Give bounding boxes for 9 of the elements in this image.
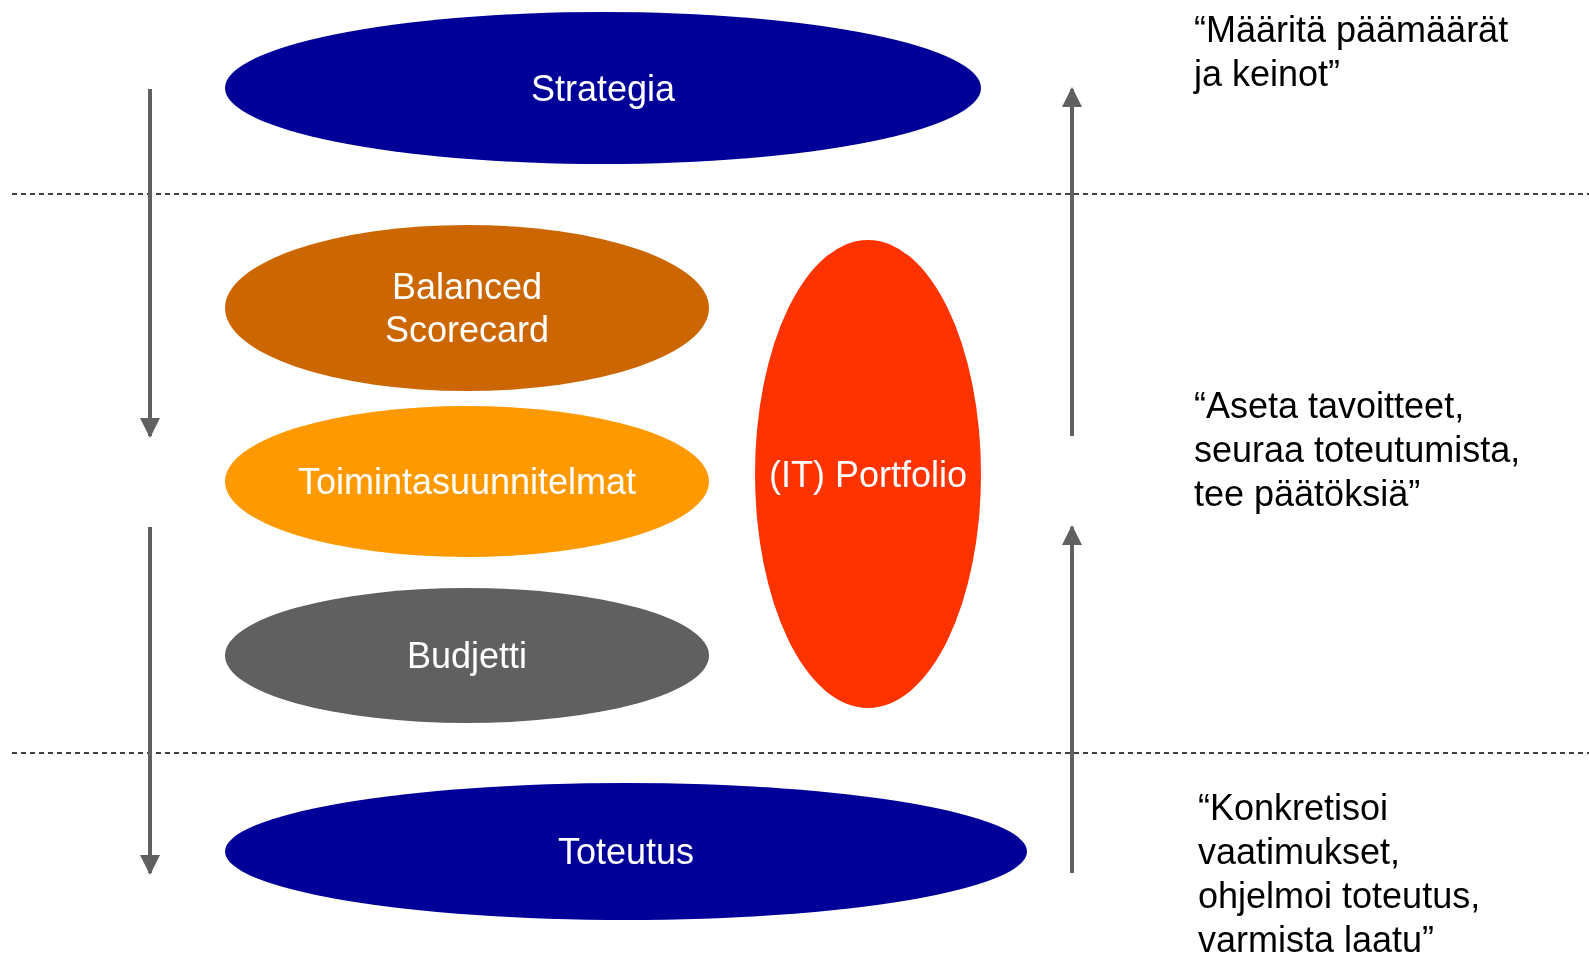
node-label: Toteutus <box>557 830 695 873</box>
node-label: Toimintasuunnitelmat <box>297 460 637 503</box>
quote-text: “Konkretisoi vaatimukset, ohjelmoi toteutus, varmista laatu” <box>1198 786 1482 962</box>
node-label: (IT) Portfolio <box>768 452 967 496</box>
quote-text: “Aseta tavoitteet, seuraa toteutumista, tee päätöksiä” <box>1194 384 1522 516</box>
node-label: Strategia <box>530 66 676 110</box>
quote-text: “Määritä päämäärät ja keinot” <box>1194 8 1510 96</box>
node-label: Balanced Scorecard <box>383 265 551 351</box>
node-label: Budjetti <box>406 634 528 677</box>
